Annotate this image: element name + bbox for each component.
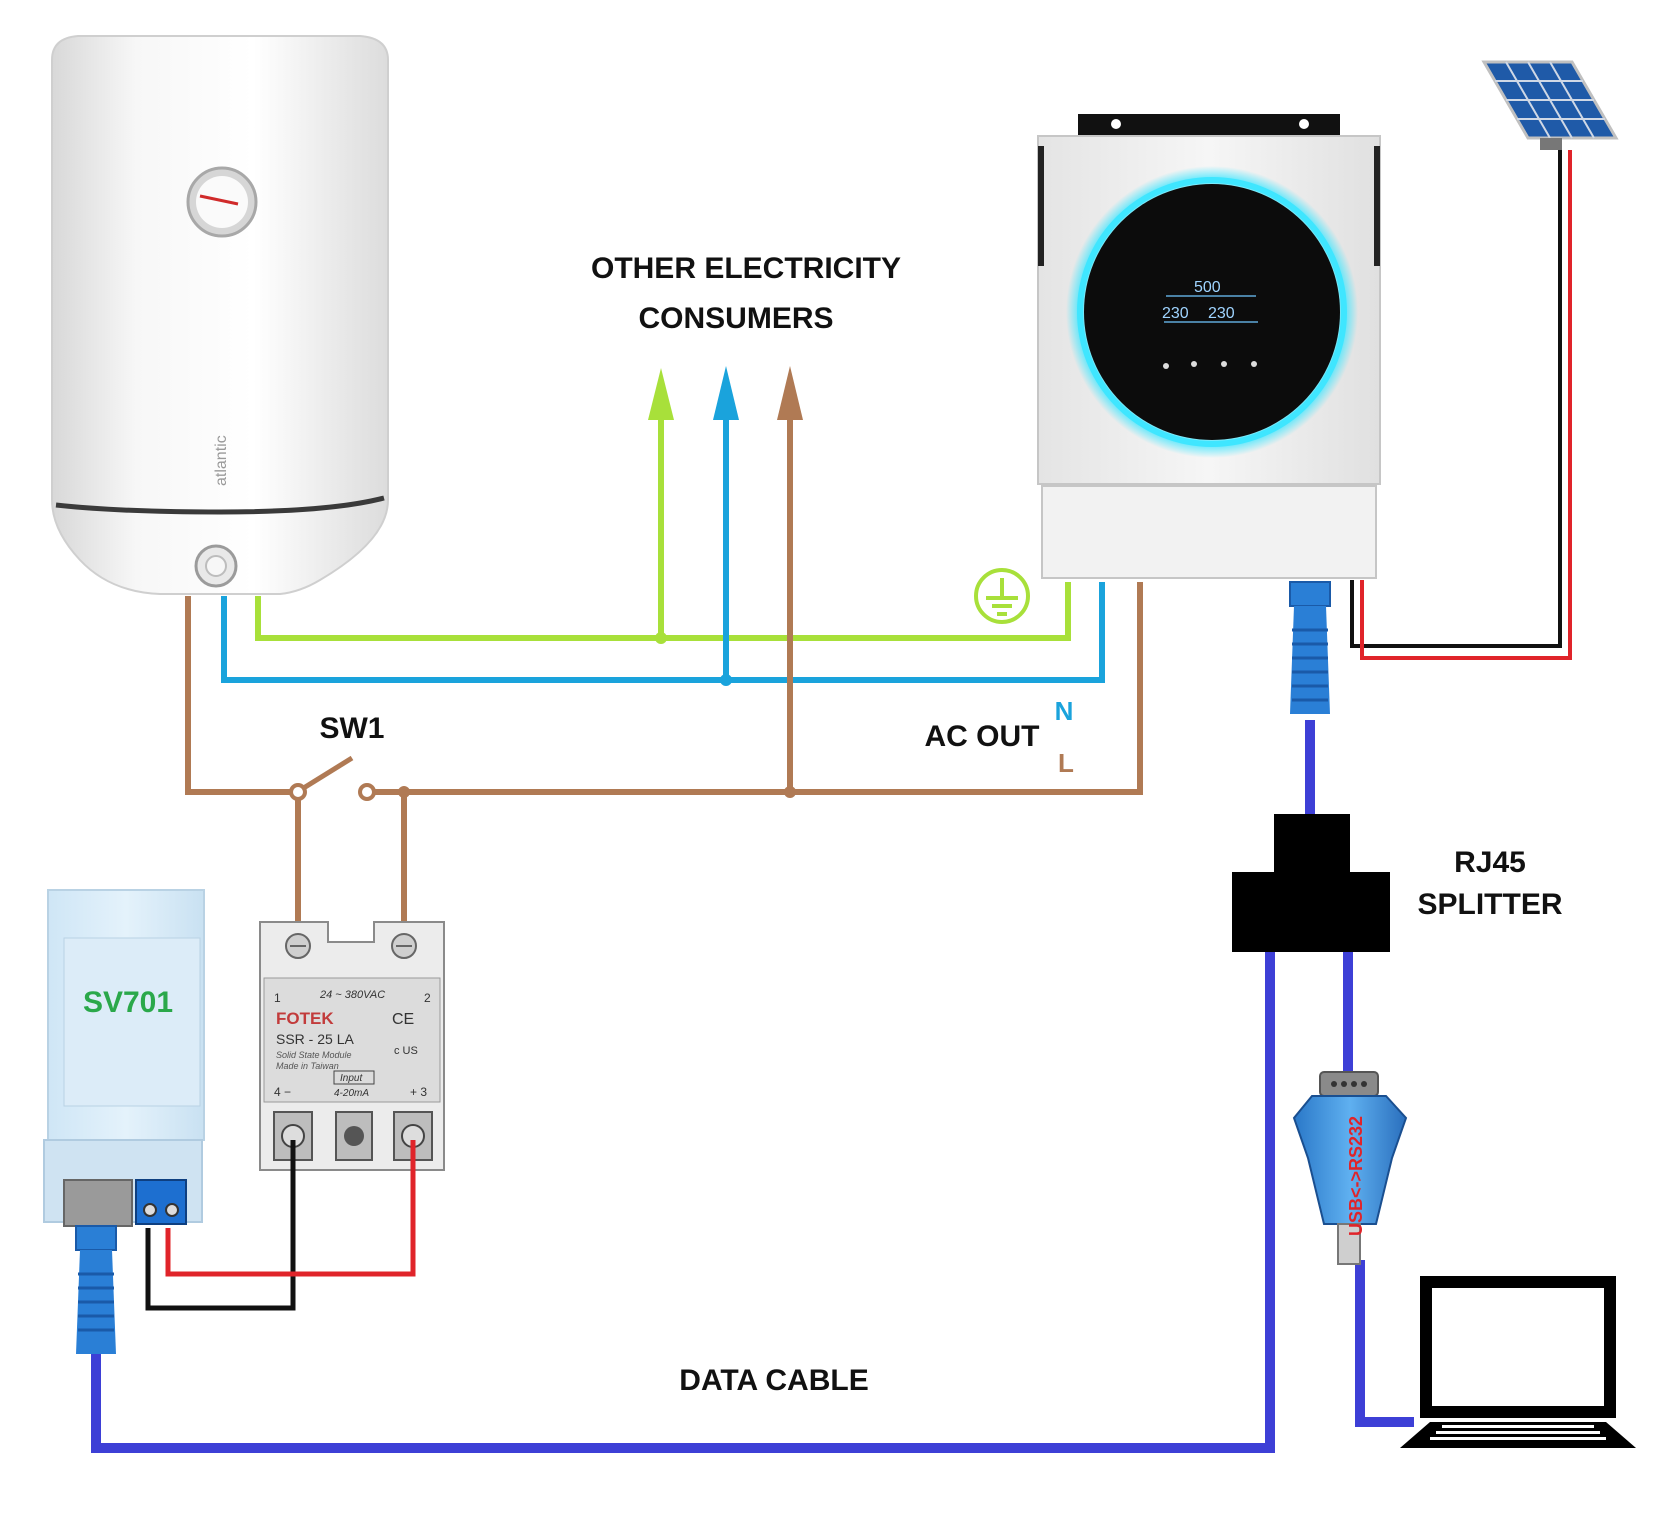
lcd-value-power: 500 [1194,279,1221,296]
usb-rs232-adapter: USB<->RS232 [1292,1071,1408,1265]
switch-label: SW1 [319,712,384,745]
ssr-terminal-4: 4 − [274,1085,291,1099]
sv701-label: SV701 [83,986,173,1019]
splitter-label-line1: RJ45 [1454,846,1526,879]
ac-out-label: AC OUT [925,720,1040,753]
neutral-wire [221,420,1105,683]
inverter-buttons [1163,361,1257,369]
heater-knob[interactable] [194,544,238,588]
splitter-label-line2: SPLITTER [1417,888,1562,921]
ssr-current: 4-20mA [334,1088,369,1099]
solar-panel-icon [1481,60,1619,150]
rj45-plug-inverter [1289,581,1331,714]
lcd-value-voltage-in: 230 [1162,305,1189,322]
earth-consumer-arrow [648,368,674,420]
rj45-plug-controller [75,1225,117,1354]
ssr-desc2: Made in Taiwan [276,1061,339,1071]
laptop-icon[interactable] [1400,1276,1636,1448]
rj45-splitter [1232,814,1390,952]
live-label: L [1058,748,1074,778]
consumers-label-line1: OTHER ELECTRICITY [591,252,901,285]
consumers-label-line2: CONSUMERS [638,302,833,335]
data-cables [91,720,1414,1453]
live-consumer-arrow [777,366,803,420]
ssr-voltage: 24 ~ 380VAC [319,989,385,1001]
switch-sw1[interactable] [289,755,376,801]
neutral-consumer-arrow [713,366,739,420]
solar-cables [1350,150,1572,660]
ssr-terminal-2: 2 [424,991,431,1005]
inverter-lcd: 500 230 230 [1162,279,1258,323]
data-cable-label: DATA CABLE [679,1364,868,1397]
ssr-terminal-3: + 3 [410,1085,427,1099]
ssr-desc1: Solid State Module [276,1050,352,1060]
thermometer-gauge [186,166,258,238]
earth-ground-icon [974,568,1030,624]
inverter-enter-button[interactable] [1251,361,1257,367]
inverter-down-button[interactable] [1221,361,1227,367]
usb-adapter-label: USB<->RS232 [1346,1116,1366,1236]
hybrid-inverter: 500 230 230 [1037,114,1381,579]
live-wire [185,420,1143,930]
ssr-model: SSR - 25 LA [276,1031,354,1047]
heater-brand: atlantic [213,435,230,486]
solid-state-relay: 1 24 ~ 380VAC 2 FOTEK CE SSR - 25 LA c U… [259,921,445,1171]
ssr-input: Input [340,1073,363,1084]
lcd-value-voltage-out: 230 [1208,305,1235,322]
inverter-power-button[interactable] [1163,363,1169,369]
ssr-control-wires [145,1140,416,1311]
ssr-ul: c US [394,1045,418,1057]
ssr-ce: CE [392,1011,414,1028]
inverter-up-button[interactable] [1191,361,1197,367]
water-heater: atlantic [51,35,389,595]
ssr-brand: FOTEK [276,1009,334,1028]
sv701-controller: SV701 [43,889,205,1227]
ssr-terminal-1: 1 [274,991,281,1005]
neutral-label: N [1055,696,1074,726]
